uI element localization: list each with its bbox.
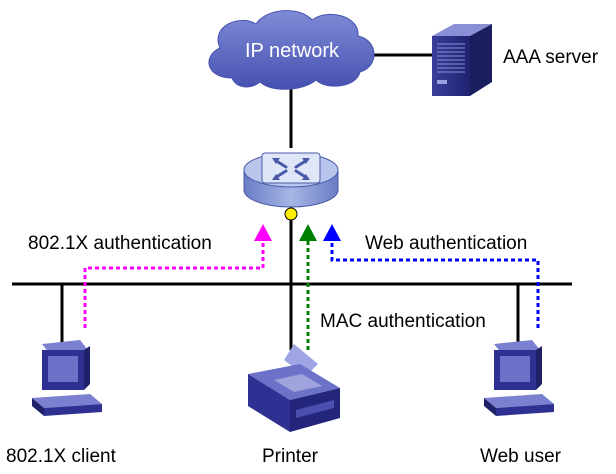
printer-icon [248, 344, 340, 432]
webuser-label: Web user [480, 446, 562, 467]
dot1x-auth-label: 802.1X authentication [28, 233, 212, 254]
web-auth-label: Web authentication [365, 233, 527, 254]
mac-auth-label: MAC authentication [320, 311, 486, 332]
mac-auth-path [299, 224, 317, 350]
desktop-computer-icon [484, 340, 554, 416]
switch-port-dot [284, 207, 298, 221]
server-label: AAA server [503, 47, 599, 68]
dot1x-auth-path [83, 224, 272, 328]
desktop-computer-icon [32, 340, 102, 416]
ip-network-cloud: IP network [208, 10, 375, 90]
web-auth-path [323, 224, 540, 328]
printer-label: Printer [262, 446, 319, 467]
cloud-label: IP network [245, 40, 340, 62]
client-label: 802.1X client [6, 446, 117, 467]
server-tower-icon [432, 24, 492, 96]
switch-router-icon [243, 152, 339, 208]
